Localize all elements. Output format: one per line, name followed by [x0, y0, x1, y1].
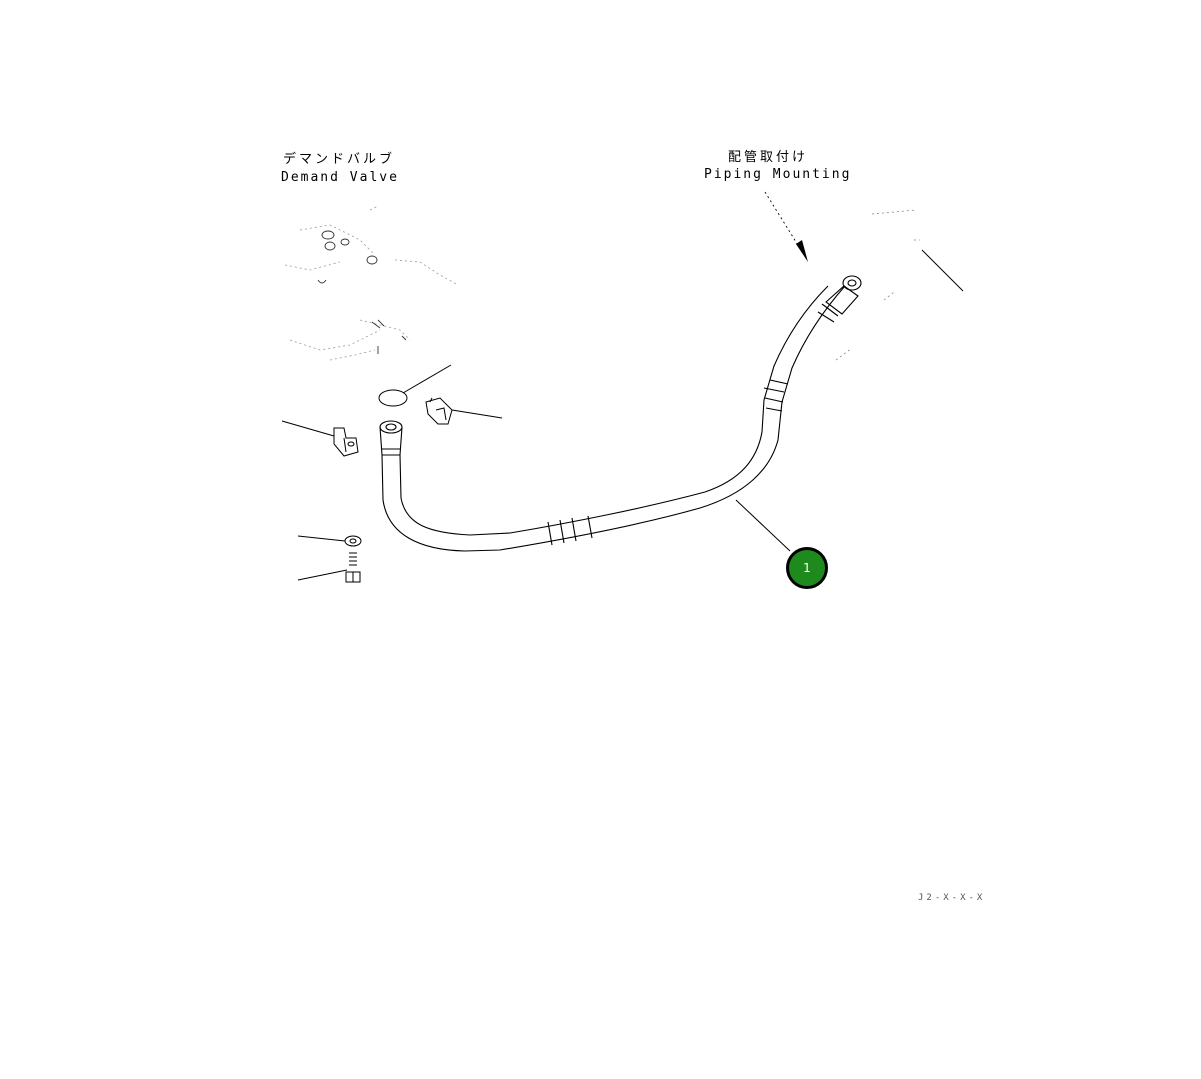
demand-valve-fittings [317, 230, 407, 354]
o-ring-part [378, 364, 452, 407]
hose [379, 275, 862, 552]
drawing-code: J2-X-X-X [918, 893, 986, 903]
piping-mounting-pointer [764, 191, 808, 262]
piping-mounting-label-en: Piping Mounting [704, 167, 852, 182]
part-callout-1[interactable]: 1 [786, 547, 828, 589]
mounting-hints [835, 209, 920, 361]
demand-valve-label-en: Demand Valve [281, 170, 399, 185]
bolt-and-washer [297, 535, 362, 583]
clamp-right [425, 397, 503, 425]
mounting-leader-line [921, 249, 964, 292]
callout-1-leader [735, 499, 791, 552]
demand-valve-label-jp: デマンドバルブ [283, 152, 396, 167]
clamp-bracket-left [281, 420, 359, 457]
piping-mounting-label-jp: 配管取付け [728, 150, 809, 165]
demand-valve-sketch [284, 205, 459, 361]
